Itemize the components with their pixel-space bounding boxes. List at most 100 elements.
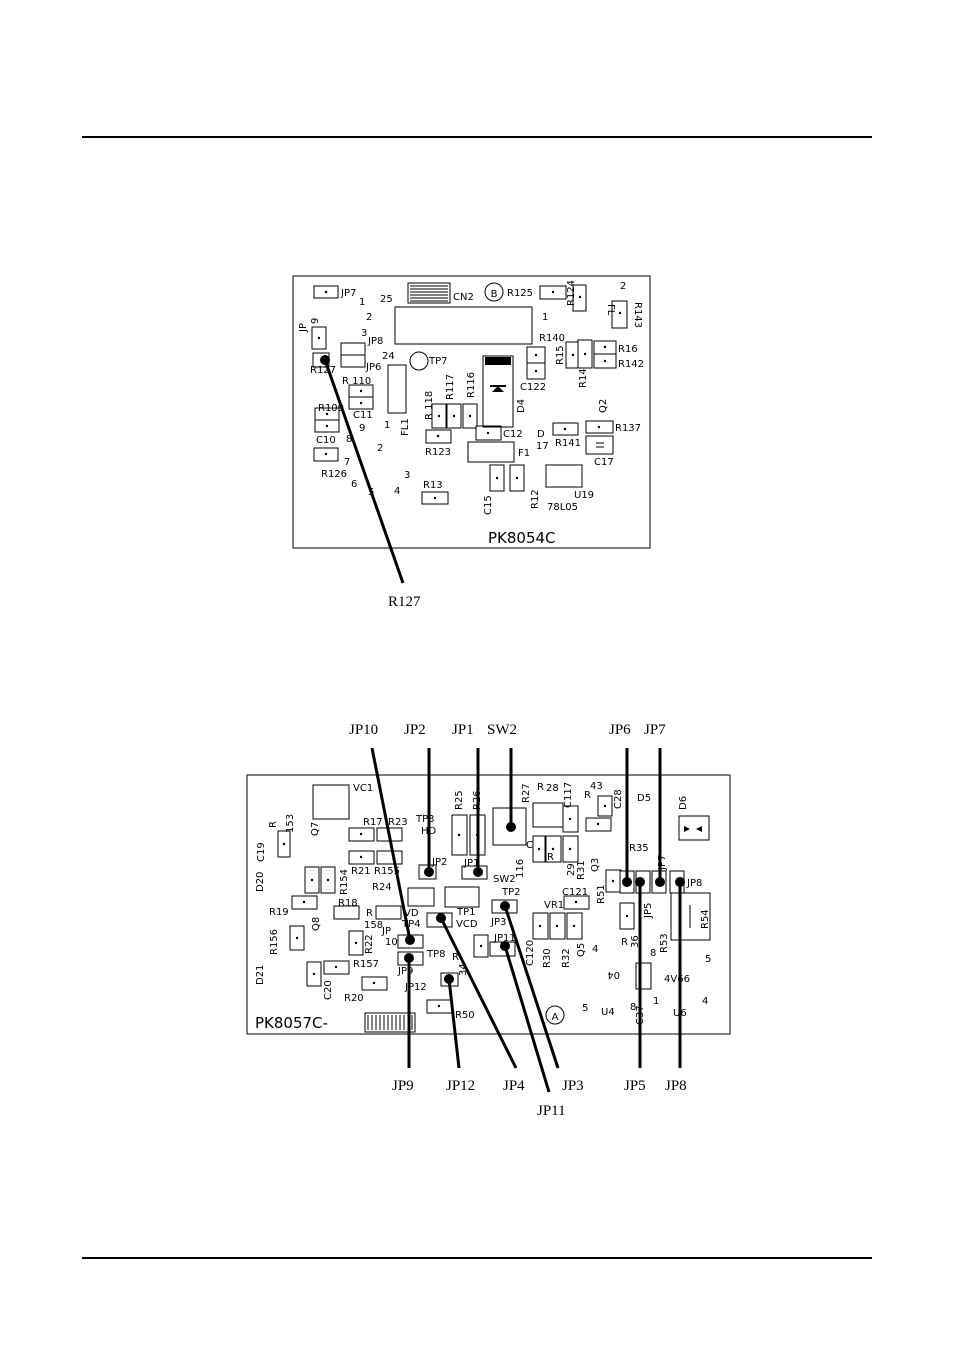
label-n1-bot: 1 <box>653 996 659 1007</box>
callout-jp10: JP10 <box>349 722 378 738</box>
board-top-outline <box>292 275 651 549</box>
board-mark-circle <box>484 282 504 302</box>
label-r34b: 34 <box>458 963 469 976</box>
label-u4: U4 <box>601 1007 615 1018</box>
label-n5a: 5 <box>582 1003 588 1014</box>
label-r153b: 153 <box>285 814 296 833</box>
label-jp11-silk: JP11 <box>493 933 516 944</box>
callout-jp2: JP2 <box>404 722 426 738</box>
label-q2: Q2 <box>598 399 609 413</box>
callout-jp12: JP12 <box>446 1078 475 1094</box>
board-mark-label: B <box>491 289 498 300</box>
label-u19b: 78L05 <box>547 502 578 513</box>
label-r157: R157 <box>353 959 379 970</box>
label-n24: 24 <box>382 351 395 362</box>
label-q5: Q5 <box>576 943 587 957</box>
label-r117: R117 <box>445 374 456 400</box>
label-r28b: 28 <box>546 783 559 794</box>
components-top <box>311 284 628 505</box>
board-bottom-outline <box>246 774 731 1035</box>
label-sw2-silk: SW2 <box>493 874 516 885</box>
label-r154: R154 <box>339 869 350 895</box>
label-c120: C120 <box>525 940 536 966</box>
label-d4: D4 <box>516 399 527 413</box>
lcd-window <box>394 306 533 345</box>
label-r142: R142 <box>618 359 644 370</box>
bottom-connector <box>364 1012 416 1033</box>
label-r27: R27 <box>521 783 532 803</box>
board-top: B <box>292 275 651 610</box>
label-r29a: R <box>547 852 554 863</box>
label-r43a: R <box>584 790 591 801</box>
label-d17a: D <box>537 429 545 440</box>
label-fl1: FL1 <box>400 418 411 436</box>
label-vcd: VCD <box>456 919 478 930</box>
label-c122: C122 <box>520 382 546 393</box>
label-jp9b: 9 <box>310 318 321 324</box>
label-c20: C20 <box>323 980 334 1000</box>
label-r25: R25 <box>454 790 465 810</box>
label-q8: Q8 <box>311 917 322 931</box>
label-r50: R50 <box>455 1010 475 1021</box>
label-c11: C11 <box>353 410 373 421</box>
label-r125: R125 <box>507 288 533 299</box>
label-r29b: 29 <box>566 863 577 876</box>
leader-lines-bottom <box>370 747 685 1093</box>
label-d21: D21 <box>255 965 266 985</box>
label-n4: 4 <box>394 486 400 497</box>
label-d5: D5 <box>637 793 651 804</box>
callout-r127: R127 <box>388 594 421 610</box>
label-r127-silk: R127 <box>310 365 336 376</box>
label-r54: R54 <box>700 909 711 929</box>
label-r36b: 36 <box>630 935 641 948</box>
label-f1: F1 <box>518 448 530 459</box>
label-r155: R155 <box>374 866 400 877</box>
label-r153a: R <box>268 821 279 828</box>
label-c17: C17 <box>594 457 614 468</box>
label-r16: R16 <box>618 344 638 355</box>
label-n04: 04 <box>607 969 620 980</box>
label-r15: R15 <box>555 345 566 365</box>
label-d17b: 17 <box>536 441 549 452</box>
label-n9: 9 <box>359 423 365 434</box>
label-c19: C19 <box>256 842 267 862</box>
label-r118: R 118 <box>424 391 435 420</box>
board-mark-label-bottom: A <box>552 1012 559 1023</box>
label-r19: R19 <box>269 907 289 918</box>
label-jp9: JP <box>298 323 309 333</box>
label-r137: R137 <box>615 423 641 434</box>
callout-jp11: JP11 <box>537 1103 566 1119</box>
callout-jp6: JP6 <box>609 722 631 738</box>
label-u19: U19 <box>574 490 594 501</box>
label-r24: R24 <box>372 882 392 893</box>
callout-jp9: JP9 <box>392 1078 414 1094</box>
label-r28a: R <box>537 782 544 793</box>
label-n2c: 2 <box>377 443 383 454</box>
callout-jp7: JP7 <box>644 722 666 738</box>
label-r31: R31 <box>576 860 587 880</box>
label-r17: R17 <box>363 817 383 828</box>
label-n8-bot: 8 <box>650 948 656 959</box>
label-r22: R22 <box>364 934 375 954</box>
label-d6: D6 <box>678 796 689 810</box>
board-bottom: A <box>246 722 731 1119</box>
label-jp12-silk: JP12 <box>404 982 427 993</box>
label-jp7-silk: JP7 <box>657 855 668 871</box>
label-r20: R20 <box>344 993 364 1004</box>
label-c117: C117 <box>563 782 574 808</box>
label-n5b: 5 <box>705 954 711 965</box>
label-n3b: 3 <box>404 470 410 481</box>
label-n2b: 2 <box>620 281 626 292</box>
label-fl2: FL <box>605 304 616 316</box>
label-r141: R141 <box>555 438 581 449</box>
label-tp3: TP3 <box>415 814 435 825</box>
label-n8: 8 <box>346 434 352 445</box>
label-jp7-top: JP7 <box>340 288 356 299</box>
label-c116a: C <box>526 840 533 851</box>
label-r109: R109 <box>318 403 344 414</box>
label-r51: R51 <box>596 884 607 904</box>
label-n1b: 1 <box>542 312 548 323</box>
label-c12: C12 <box>503 429 523 440</box>
board-bottom-model-label: PK8057C- <box>255 1014 328 1032</box>
